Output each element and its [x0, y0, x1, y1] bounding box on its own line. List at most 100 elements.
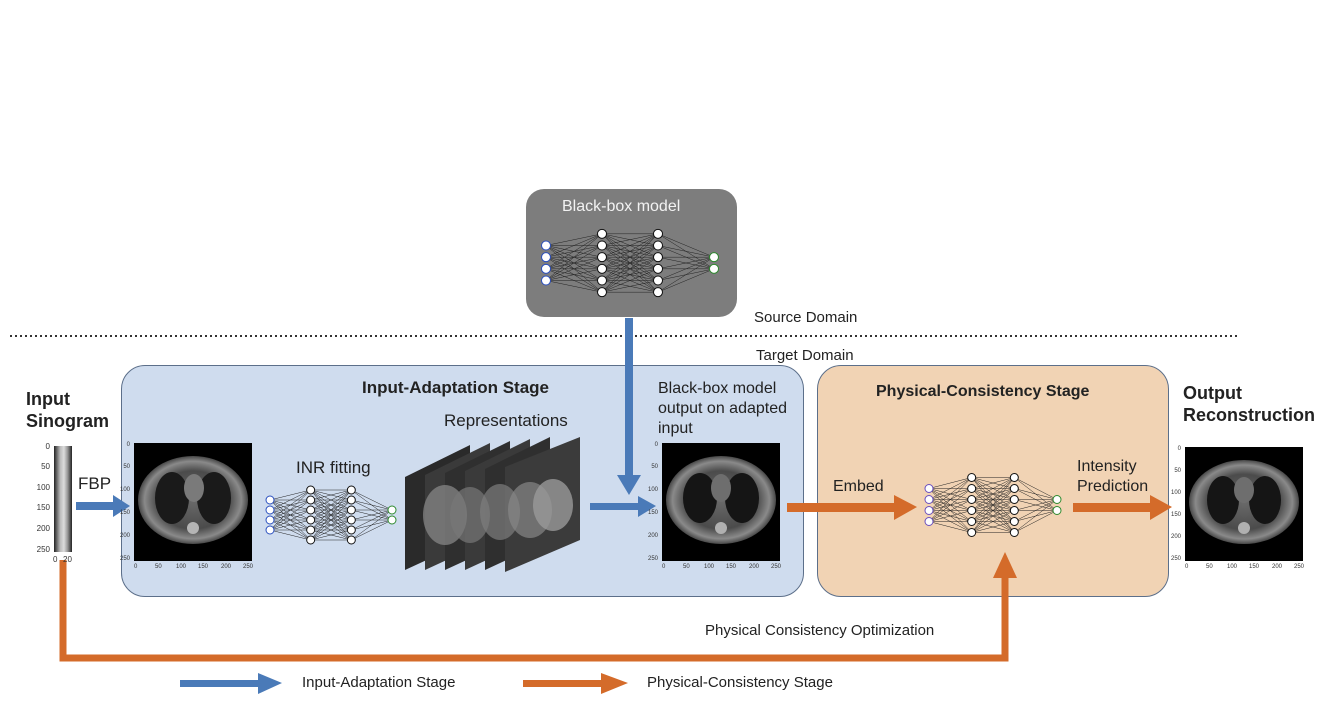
ct-ytick: 200 — [1171, 534, 1182, 540]
intensity-arrow — [1073, 495, 1172, 520]
network-edge — [601, 280, 659, 293]
optimization-loop-arrow — [59, 552, 1017, 662]
fbp-arrow — [76, 495, 130, 517]
ct-xtick: 0 — [134, 564, 138, 570]
network-edge — [310, 489, 352, 541]
network-edge — [657, 268, 715, 293]
network-edge — [269, 489, 311, 531]
ct-ytick: 250 — [1171, 556, 1182, 562]
network-node — [653, 252, 663, 263]
network-node — [709, 263, 719, 274]
ct-ytick: 150 — [648, 510, 659, 516]
network-edge — [545, 233, 603, 270]
inr-fitting-label: INR fitting — [296, 458, 371, 477]
network-edge — [351, 509, 393, 541]
network-edge — [310, 499, 352, 541]
ct-xtick: 50 — [683, 564, 690, 570]
network-edge — [657, 233, 715, 258]
ct-ytick: 50 — [651, 464, 658, 470]
ct-xtick: 150 — [198, 564, 209, 570]
network-node — [387, 505, 397, 515]
network-edge — [1014, 499, 1058, 533]
ct-ytick: 0 — [1178, 446, 1182, 452]
fbp-ct-image — [134, 443, 252, 561]
network-edge — [310, 529, 352, 541]
ct-ytick: 50 — [1174, 468, 1181, 474]
network-edge — [928, 477, 972, 489]
network-edge — [351, 499, 393, 511]
physical-consistency-panel — [817, 365, 1169, 597]
sino-ytick: 150 — [37, 503, 51, 512]
network-node — [1009, 473, 1019, 482]
blackbox-output-label-1: Black-box model — [658, 380, 777, 397]
legend-orange-arrow — [523, 673, 628, 694]
ct-xtick: 250 — [1294, 564, 1305, 570]
intensity-label-1: Intensity — [1077, 458, 1137, 475]
network-edge — [351, 509, 393, 531]
blackbox-output-label-3: input — [658, 420, 693, 437]
network-edge — [351, 519, 393, 541]
network-edge — [1014, 477, 1058, 500]
network-node — [346, 495, 356, 505]
network-edge — [269, 499, 311, 531]
ct-ytick: 100 — [1171, 490, 1182, 496]
network-node — [265, 495, 275, 505]
network-node — [597, 228, 607, 239]
network-node — [967, 473, 977, 482]
ct-ytick: 150 — [1171, 512, 1182, 518]
sino-ytick: 100 — [37, 483, 51, 492]
network-node — [653, 275, 663, 286]
network-edge — [545, 256, 603, 281]
ct-xtick: 150 — [726, 564, 737, 570]
blackbox-output-ct-ticks: 0 50 100 150 200 250 0 50 100 150 200 25… — [648, 442, 782, 570]
legend-input-adaptation-label: Input-Adaptation Stage — [302, 674, 456, 691]
ct-xtick: 50 — [1206, 564, 1213, 570]
network-edge — [928, 477, 972, 511]
network-edge — [545, 245, 603, 281]
input-sinogram-title-1: Input — [26, 389, 70, 409]
target-domain-label: Target Domain — [756, 347, 854, 364]
network-edge — [601, 245, 659, 293]
network-node — [924, 484, 934, 493]
network-node — [924, 495, 934, 504]
network-edge — [971, 477, 1015, 489]
network-edge — [269, 509, 311, 531]
network-edge — [971, 477, 1015, 511]
network-edge — [601, 233, 659, 293]
network-node — [653, 240, 663, 251]
network-node — [967, 484, 977, 493]
network-edge — [971, 477, 1015, 500]
output-ct-image — [1185, 447, 1303, 561]
sino-ytick: 250 — [37, 545, 51, 554]
network-node — [346, 515, 356, 525]
network-edge — [310, 509, 352, 541]
ct-xtick: 0 — [662, 564, 666, 570]
network-edge — [657, 256, 715, 270]
network-edge — [971, 499, 1015, 533]
network-node — [541, 275, 551, 286]
network-node — [967, 495, 977, 504]
sinogram-image: 0 50 100 150 200 250 0 20 — [37, 442, 73, 564]
network-node — [346, 525, 356, 535]
network-node — [306, 525, 316, 535]
physical-consistency-title: Physical-Consistency Stage — [876, 383, 1090, 400]
network-node — [306, 505, 316, 515]
output-reconstruction-title-2: Reconstruction — [1183, 405, 1316, 425]
network-edge — [545, 233, 603, 281]
ct-xtick: 200 — [1272, 564, 1283, 570]
output-reconstruction-title-1: Output — [1183, 383, 1242, 403]
optimization-label: Physical Consistency Optimization — [705, 622, 935, 639]
network-node — [653, 263, 663, 274]
network-node — [346, 485, 356, 495]
network-node — [597, 263, 607, 274]
intensity-label-2: Prediction — [1077, 478, 1149, 495]
representations-arrow — [590, 496, 656, 517]
network-node — [653, 287, 663, 298]
blackbox-title: Black-box model — [562, 198, 681, 215]
network-node — [709, 252, 719, 263]
network-edge — [351, 509, 393, 521]
sino-xtick: 20 — [63, 555, 72, 564]
network-edge — [928, 521, 972, 533]
ct-xtick: 250 — [771, 564, 782, 570]
network-edge — [928, 477, 972, 500]
